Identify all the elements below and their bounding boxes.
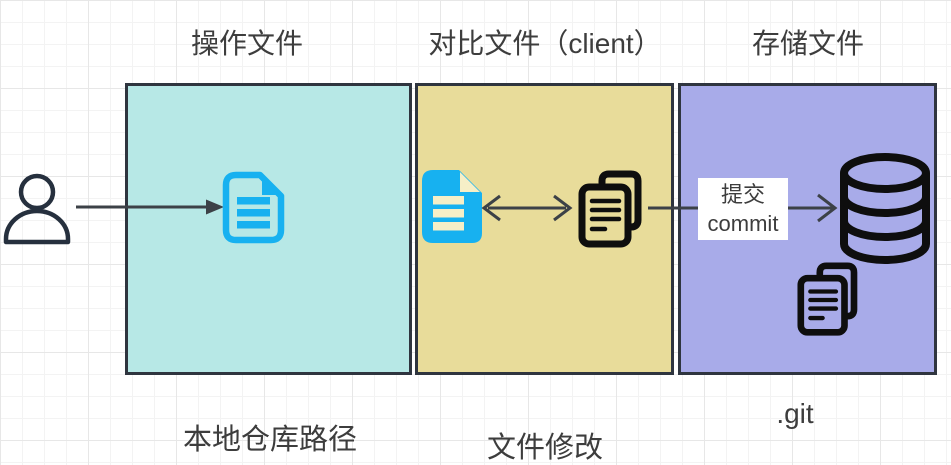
title-compare-files: 对比文件（client） (428, 28, 662, 59)
database-icon (840, 153, 930, 264)
caption-file-modify: 文件修改 (486, 432, 604, 464)
commit-label: 提交 commit (698, 178, 788, 240)
copy-files-icon-git (797, 262, 858, 336)
document-outline-icon (222, 171, 285, 244)
person-icon (3, 173, 71, 245)
operate-files-box (125, 83, 412, 375)
user-to-file-arrow (76, 199, 224, 215)
title-operate-files: 操作文件 (190, 28, 304, 59)
title-store-files: 存储文件 (751, 28, 865, 59)
copy-files-icon (578, 170, 642, 248)
commit-label-en: commit (707, 211, 779, 236)
caption-git-dir: .git (776, 398, 814, 429)
caption-local-repo-path: 本地仓库路径 (182, 424, 358, 456)
commit-label-zh: 提交 (720, 182, 765, 207)
document-filled-icon (422, 170, 482, 243)
double-arrow-icon (481, 194, 573, 222)
